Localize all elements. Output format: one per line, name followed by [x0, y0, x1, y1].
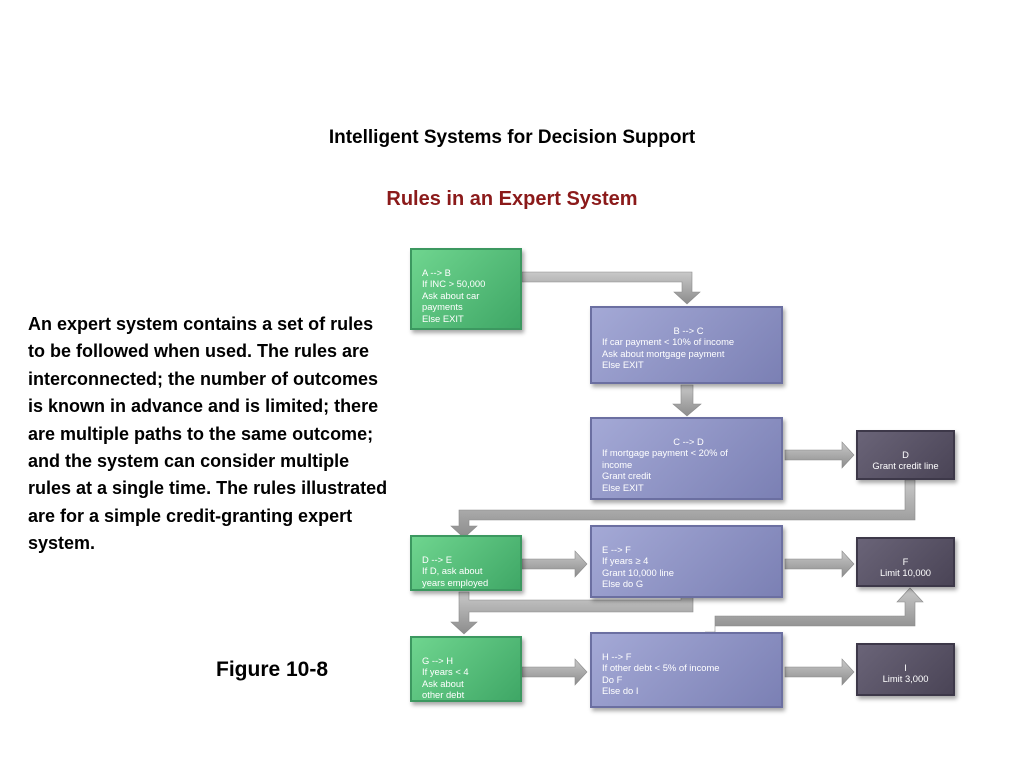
rule-c-title: C --> D [673, 435, 704, 447]
arrow-h-to-f [705, 587, 924, 633]
rule-c-text: If mortgage payment < 20% of income Gran… [602, 447, 728, 493]
arrow-b-to-c [672, 384, 702, 417]
rule-e-title: E --> F [602, 543, 631, 555]
arrow-g-to-h [521, 658, 588, 686]
arrow-de-to-g [450, 591, 694, 635]
description-text: An expert system contains a set of rules… [28, 314, 388, 554]
arrow-h-to-i [784, 658, 855, 686]
arrow-e-to-f [784, 550, 855, 578]
arrow-de-to-e [521, 550, 588, 578]
diagram-title: Rules in an Expert System [386, 188, 638, 210]
rule-h-text: If other debt < 5% of income Do F Else d… [602, 662, 720, 697]
outcome-d-text: Grant credit line [872, 460, 939, 472]
figure-label: Figure 10-8 [216, 658, 329, 681]
outcome-d-title: D [902, 448, 909, 460]
rule-a-text: If INC > 50,000 Ask about car payments E… [422, 278, 486, 324]
connector-arrows [450, 271, 924, 686]
rule-e-text: If years ≥ 4 Grant 10,000 line Else do G [602, 555, 674, 590]
rule-b-title: B --> C [673, 324, 704, 336]
rule-g-text: If years < 4 Ask about other debt [422, 666, 469, 701]
outcome-i-title: I [904, 661, 907, 673]
rule-b-text: If car payment < 10% of income Ask about… [602, 336, 735, 371]
page-title: Intelligent Systems for Decision Support [328, 127, 696, 148]
outcome-f-text: Limit 10,000 [879, 567, 932, 579]
rule-de-text: If D, ask about years employed [422, 565, 489, 588]
rule-a-title: A --> B [422, 266, 451, 278]
rule-de-title: D --> E [422, 553, 452, 565]
arrow-a-to-b [521, 271, 701, 305]
outcome-i-text: Limit 3,000 [882, 673, 929, 685]
rule-g-title: G --> H [422, 654, 453, 666]
arrow-c-to-d [784, 441, 855, 469]
arrow-d-to-de [450, 479, 916, 539]
rule-h-title: H --> F [602, 650, 632, 662]
outcome-f-title: F [902, 555, 909, 567]
